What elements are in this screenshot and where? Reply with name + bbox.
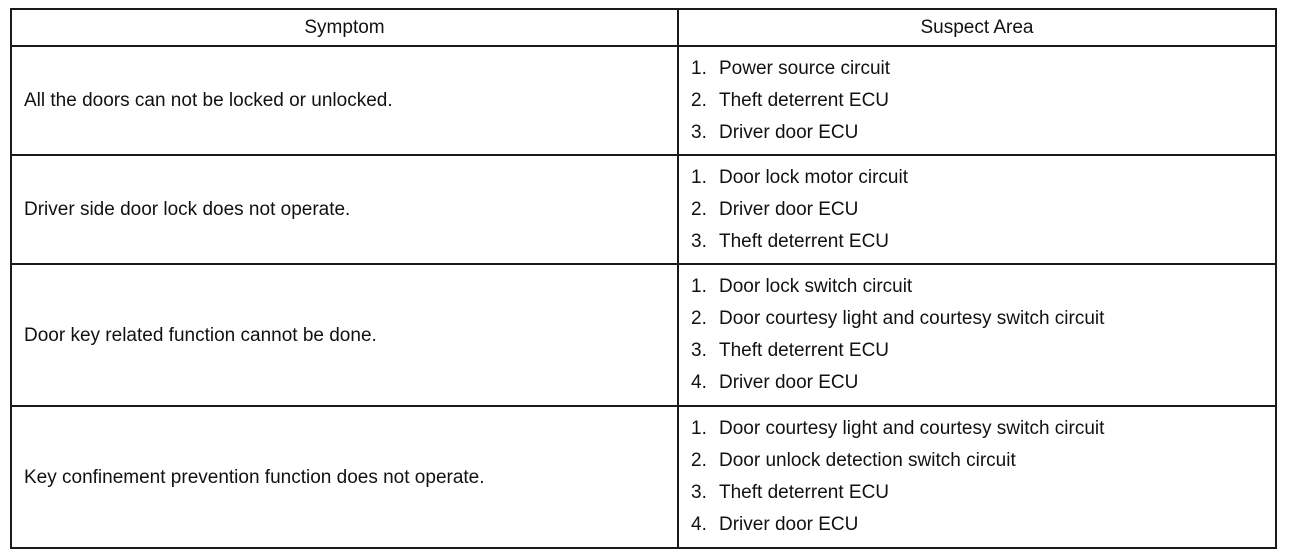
suspect-list: 1. Door lock motor circuit 2. Driver door …: [691, 162, 1275, 258]
suspect-list: 1. Power source circuit 2. Theft deterrent…: [691, 53, 1275, 149]
suspect-number: 1.: [691, 418, 707, 439]
suspect-item: 2. Door courtesy light and courtesy switc…: [691, 303, 1275, 335]
suspect-item: 4. Driver door ECU: [691, 509, 1275, 541]
suspect-number: 1.: [691, 57, 707, 79]
suspect-text: Theft deterrent ECU: [719, 230, 890, 252]
suspect-list: 1. Door lock switch circuit 2. Door courte…: [691, 271, 1275, 399]
suspect-item: 2. Theft deterrent ECU: [691, 85, 1275, 117]
suspect-text: Driver door ECU: [719, 372, 859, 393]
suspect-number: 4.: [691, 514, 707, 535]
symptom-cell: Door key related function cannot be done…: [10, 263, 679, 407]
suspect-item: 4. Driver door ECU: [691, 367, 1275, 399]
suspect-item: 3. Theft deterrent ECU: [691, 335, 1275, 367]
suspect-item: 2. Driver door ECU: [691, 194, 1275, 226]
suspect-number: 2.: [691, 450, 707, 471]
suspect-area-cell: 1. Door courtesy light and courtesy switc…: [677, 405, 1277, 549]
symptom-cell: Driver side door lock does not operate.: [10, 154, 679, 265]
header-symptom: Symptom: [10, 8, 679, 47]
suspect-item: 1. Door courtesy light and courtesy switc…: [691, 413, 1275, 445]
suspect-item: 1. Power source circuit: [691, 53, 1275, 85]
suspect-number: 3.: [691, 340, 707, 361]
header-row: Symptom Suspect Area: [10, 8, 1277, 47]
suspect-number: 2.: [691, 89, 707, 111]
suspect-item: 1. Door lock motor circuit: [691, 162, 1275, 194]
suspect-number: 3.: [691, 230, 707, 252]
suspect-number: 1.: [691, 166, 707, 188]
suspect-item: 2. Door unlock detection switch circuit: [691, 445, 1275, 477]
suspect-number: 4.: [691, 372, 707, 393]
suspect-item: 3. Theft deterrent ECU: [691, 226, 1275, 258]
suspect-area-cell: 1. Power source circuit 2. Theft deterrent…: [677, 45, 1277, 156]
suspect-text: Door lock switch circuit: [719, 276, 913, 297]
symptom-cell: Key confinement prevention function does…: [10, 405, 679, 549]
suspect-item: 3. Theft deterrent ECU: [691, 477, 1275, 509]
suspect-number: 1.: [691, 276, 707, 297]
suspect-area-cell: 1. Door lock motor circuit 2. Driver door …: [677, 154, 1277, 265]
suspect-text: Theft deterrent ECU: [719, 89, 890, 111]
suspect-text: Door courtesy light and courtesy switch …: [719, 418, 1105, 439]
table-row: Key confinement prevention function does…: [10, 405, 1277, 549]
suspect-item: 1. Door lock switch circuit: [691, 271, 1275, 303]
suspect-text: Door courtesy light and courtesy switch …: [719, 308, 1105, 329]
suspect-list: 1. Door courtesy light and courtesy switc…: [691, 413, 1275, 541]
suspect-number: 2.: [691, 198, 707, 220]
table-row: Door key related function cannot be done…: [10, 263, 1277, 407]
table-row: Driver side door lock does not operate. …: [10, 154, 1277, 265]
suspect-text: Driver door ECU: [719, 514, 859, 535]
symptom-table: Symptom Suspect Area All the doors can n…: [10, 8, 1277, 549]
suspect-number: 3.: [691, 121, 707, 143]
suspect-text: Door unlock detection switch circuit: [719, 450, 1016, 471]
header-suspect-area: Suspect Area: [677, 8, 1277, 47]
suspect-area-cell: 1. Door lock switch circuit 2. Door courte…: [677, 263, 1277, 407]
suspect-number: 2.: [691, 308, 707, 329]
suspect-text: Driver door ECU: [719, 121, 859, 143]
suspect-text: Door lock motor circuit: [719, 166, 908, 188]
table-row: All the doors can not be locked or unloc…: [10, 45, 1277, 156]
suspect-item: 3. Driver door ECU: [691, 117, 1275, 149]
suspect-text: Driver door ECU: [719, 198, 859, 220]
suspect-text: Power source circuit: [719, 57, 891, 79]
suspect-text: Theft deterrent ECU: [719, 340, 890, 361]
symptom-cell: All the doors can not be locked or unloc…: [10, 45, 679, 156]
suspect-text: Theft deterrent ECU: [719, 482, 890, 503]
suspect-number: 3.: [691, 482, 707, 503]
